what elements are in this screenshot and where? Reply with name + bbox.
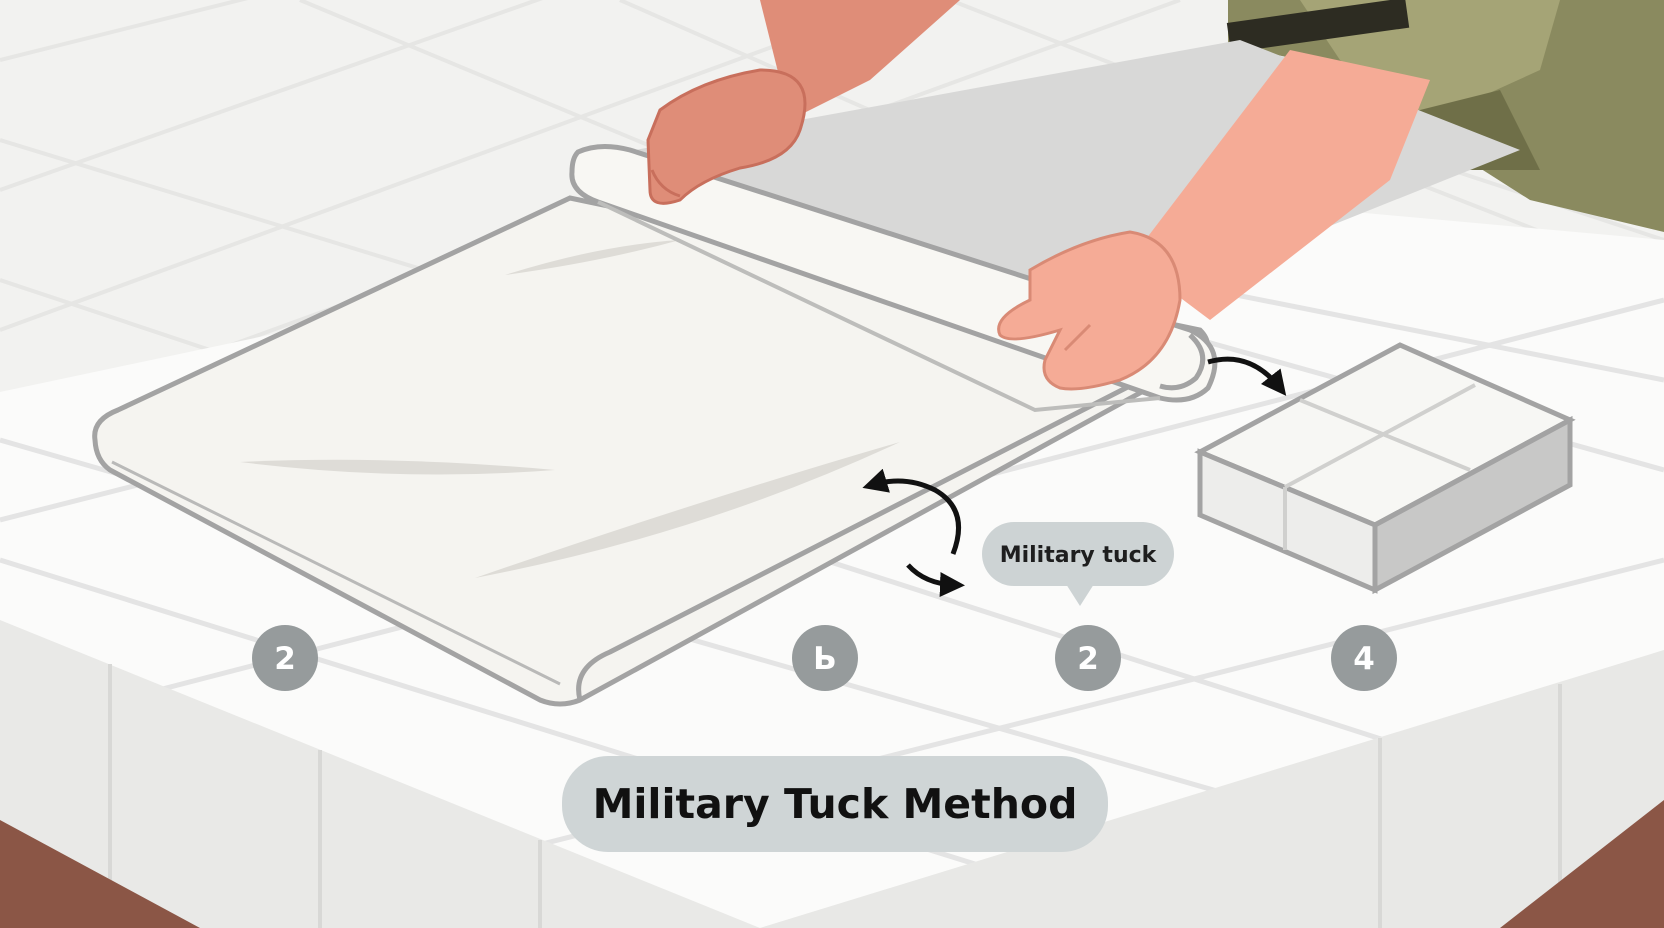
roll-underside: [597, 200, 1161, 413]
step-number: 4: [1353, 641, 1375, 677]
roll-end: [1159, 333, 1206, 391]
sheet-creases: [240, 240, 900, 578]
rolled-sheet: [569, 144, 1218, 403]
right-hand: [997, 50, 1430, 391]
step-badge-2: Ь: [792, 625, 858, 691]
folded-block: [1194, 342, 1576, 595]
sheet-front-fold: [576, 347, 1202, 701]
table-front-left: [0, 620, 760, 928]
curved-arrow-icon: [862, 468, 962, 555]
title-banner: Military Tuck Method: [562, 756, 1108, 852]
step-number: 2: [1077, 641, 1099, 677]
curved-arrow-icon: [1207, 356, 1287, 396]
step-badge-3: 2: [1055, 625, 1121, 691]
counter-edge-right: [1500, 800, 1664, 928]
curved-arrow-icon: [906, 563, 965, 597]
table-front-right: [760, 650, 1664, 928]
step-badge-1: 2: [252, 625, 318, 691]
counter-edge-left: [0, 820, 200, 928]
sheet-hem: [111, 460, 561, 686]
step-number: 2: [274, 641, 296, 677]
callout-label: Military tuck: [1000, 543, 1158, 568]
left-hand: [646, 0, 960, 205]
step-number: Ь: [813, 641, 837, 677]
step-badge-4: 4: [1331, 625, 1397, 691]
callout-military-tuck: Military tuck: [982, 522, 1174, 606]
title: Military Tuck Method: [593, 780, 1078, 828]
